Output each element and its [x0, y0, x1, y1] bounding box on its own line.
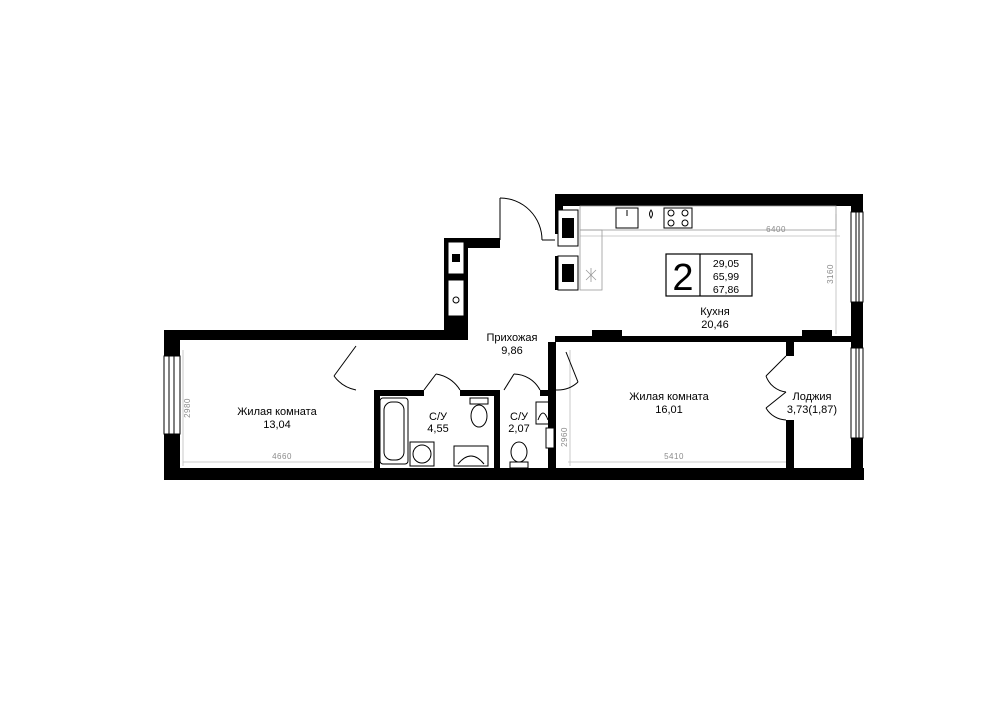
living-left-area: 13,04 — [263, 419, 291, 431]
dim-kitchen-width: 6400 — [766, 225, 786, 234]
vent-blocks — [447, 209, 579, 468]
dim-kitchen-depth: 3160 — [826, 264, 835, 284]
bath-small-area: 2,07 — [508, 423, 529, 435]
living-left-name: Жилая комната — [237, 406, 317, 418]
bath-large-name: С/У — [429, 411, 448, 423]
kitchen-fan-icon — [585, 268, 597, 282]
total-area: 65,99 — [713, 271, 739, 283]
room-labels: Прихожая 9,86 Кухня 20,46 Жилая комната … — [237, 306, 837, 435]
dim-right-depth: 2960 — [560, 427, 569, 447]
rooms-count: 2 — [672, 257, 693, 299]
dimension-lines — [182, 214, 840, 466]
dim-left-width: 4660 — [272, 452, 292, 461]
dim-left-depth: 2980 — [183, 398, 192, 418]
doors — [333, 197, 787, 421]
hallway-area: 9,86 — [501, 345, 522, 357]
bathroom-fixtures — [379, 397, 551, 469]
living-right-area: 16,01 — [655, 404, 683, 416]
living-area: 29,05 — [713, 258, 739, 270]
windows — [163, 211, 864, 439]
total-area-with-loggia: 67,86 — [713, 284, 739, 296]
living-right-name: Жилая комната — [629, 391, 709, 403]
dimension-texts: 6400 3160 4660 2980 5410 2960 — [183, 225, 835, 461]
kitchen-name: Кухня — [700, 306, 729, 318]
dim-right-width: 5410 — [664, 452, 684, 461]
hallway-name: Прихожая — [487, 332, 538, 344]
kitchen-counter — [579, 205, 837, 291]
bath-large-area: 4,55 — [427, 423, 448, 435]
apartment-badge: 2 29,05 65,99 67,86 — [665, 253, 753, 299]
bath-small-name: С/У — [510, 411, 529, 423]
loggia-area: 3,73(1,87) — [787, 404, 837, 416]
loggia-name: Лоджия — [793, 391, 832, 403]
kitchen-area: 20,46 — [701, 319, 729, 331]
